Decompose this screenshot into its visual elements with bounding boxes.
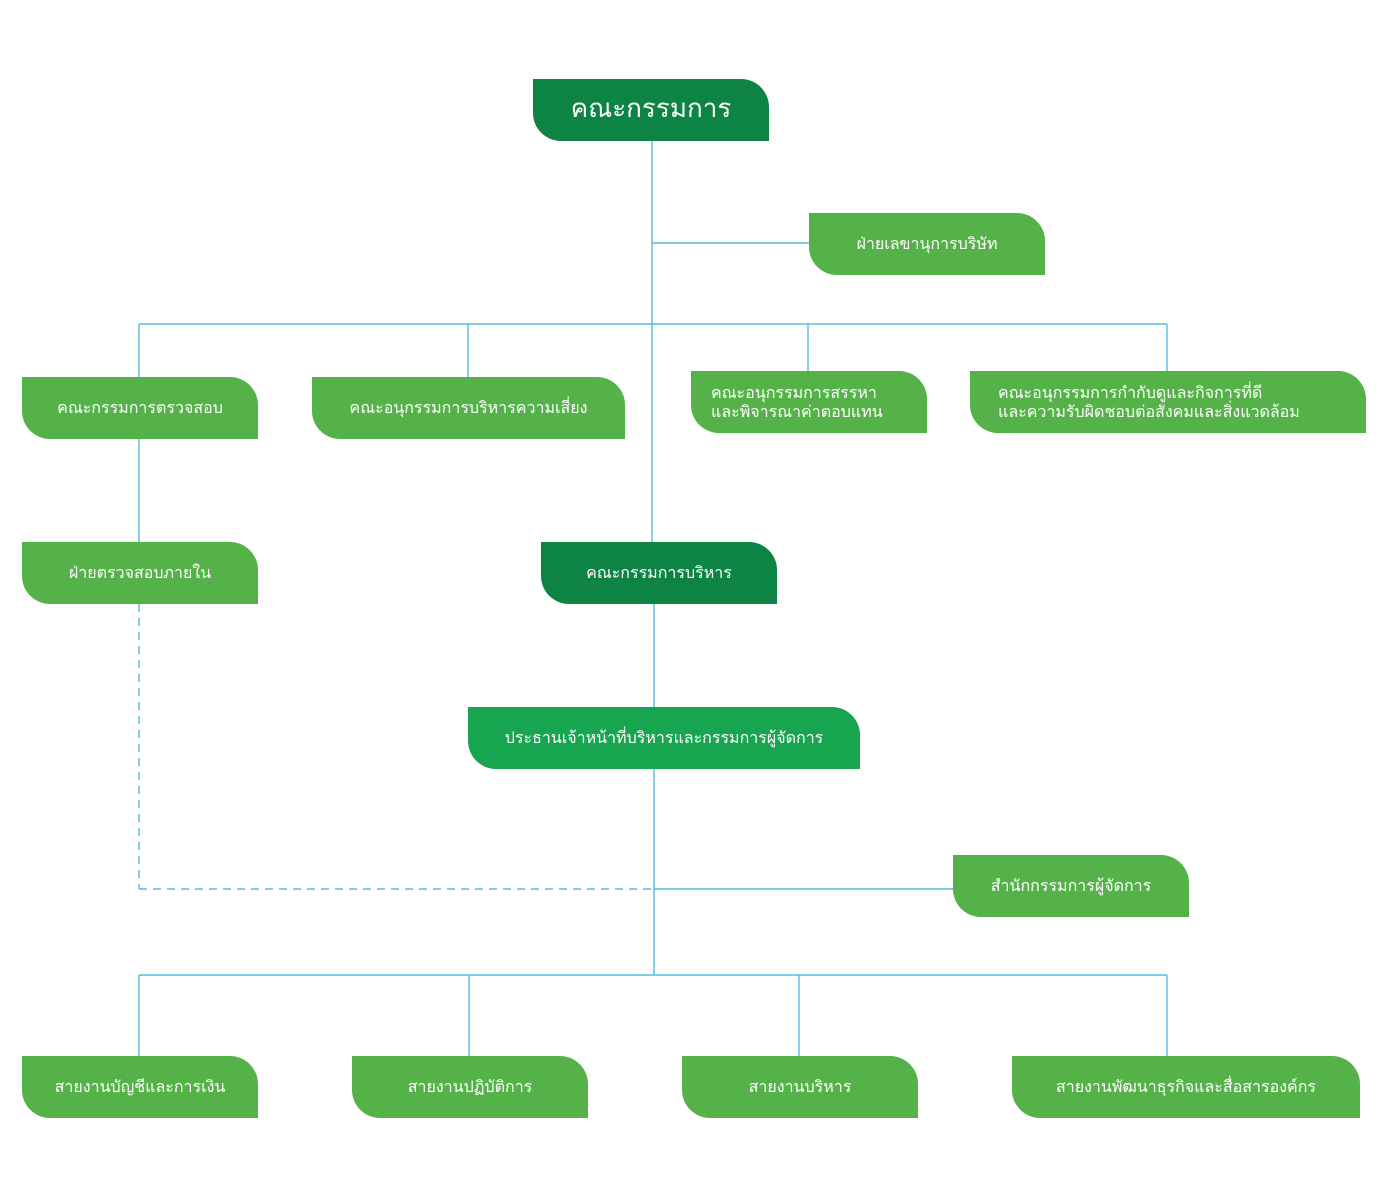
audit-committee-box: คณะกรรมการตรวจสอบ	[22, 377, 258, 439]
finance-division-label: สายงานบัญชีและการเงิน	[54, 1077, 226, 1097]
operations-division-box: สายงานปฏิบัติการ	[352, 1056, 588, 1118]
business-dev-division-box: สายงานพัฒนาธุรกิจและสื่อสารองค์กร	[1012, 1056, 1360, 1118]
board-box: คณะกรรมการ	[533, 79, 769, 141]
risk-committee-box: คณะอนุกรรมการบริหารความเสี่ยง	[312, 377, 625, 439]
operations-division-label: สายงานปฏิบัติการ	[407, 1077, 533, 1097]
board-label: คณะกรรมการ	[570, 94, 732, 125]
ceo-box: ประธานเจ้าหน้าที่บริหารและกรรมการผู้จัดก…	[468, 707, 860, 769]
nomination-committee-box: คณะอนุกรรมการสรรหา และพิจารณาค่าตอบแทน	[691, 371, 927, 433]
finance-division-box: สายงานบัญชีและการเงิน	[22, 1056, 258, 1118]
governance-committee-label-line2: และความรับผิดชอบต่อสังคมและสิ่งแวดล้อม	[998, 402, 1300, 421]
governance-committee-box: คณะอนุกรรมการกำกับดูและกิจการที่ดี และคว…	[970, 371, 1366, 433]
company-secretary-label: ฝ่ายเลขานุการบริษัท	[856, 234, 998, 254]
ceo-label: ประธานเจ้าหน้าที่บริหารและกรรมการผู้จัดก…	[504, 728, 824, 748]
internal-audit-label: ฝ่ายตรวจสอบภายใน	[68, 563, 212, 583]
nomination-committee-label-line1: คณะอนุกรรมการสรรหา	[711, 382, 877, 402]
administration-division-label: สายงานบริหาร	[748, 1077, 852, 1097]
business-dev-division-label: สายงานพัฒนาธุรกิจและสื่อสารองค์กร	[1055, 1077, 1317, 1097]
md-office-box: สำนักกรรมการผู้จัดการ	[953, 855, 1189, 917]
executive-committee-label: คณะกรรมการบริหาร	[586, 563, 732, 583]
executive-committee-box: คณะกรรมการบริหาร	[541, 542, 777, 604]
audit-committee-label: คณะกรรมการตรวจสอบ	[57, 398, 223, 418]
administration-division-box: สายงานบริหาร	[682, 1056, 918, 1118]
internal-audit-box: ฝ่ายตรวจสอบภายใน	[22, 542, 258, 604]
risk-committee-label: คณะอนุกรรมการบริหารความเสี่ยง	[349, 398, 588, 418]
company-secretary-box: ฝ่ายเลขานุการบริษัท	[809, 213, 1045, 275]
nomination-committee-label-line2: และพิจารณาค่าตอบแทน	[711, 402, 883, 421]
governance-committee-label-line1: คณะอนุกรรมการกำกับดูและกิจการที่ดี	[998, 382, 1263, 402]
md-office-label: สำนักกรรมการผู้จัดการ	[990, 876, 1152, 896]
